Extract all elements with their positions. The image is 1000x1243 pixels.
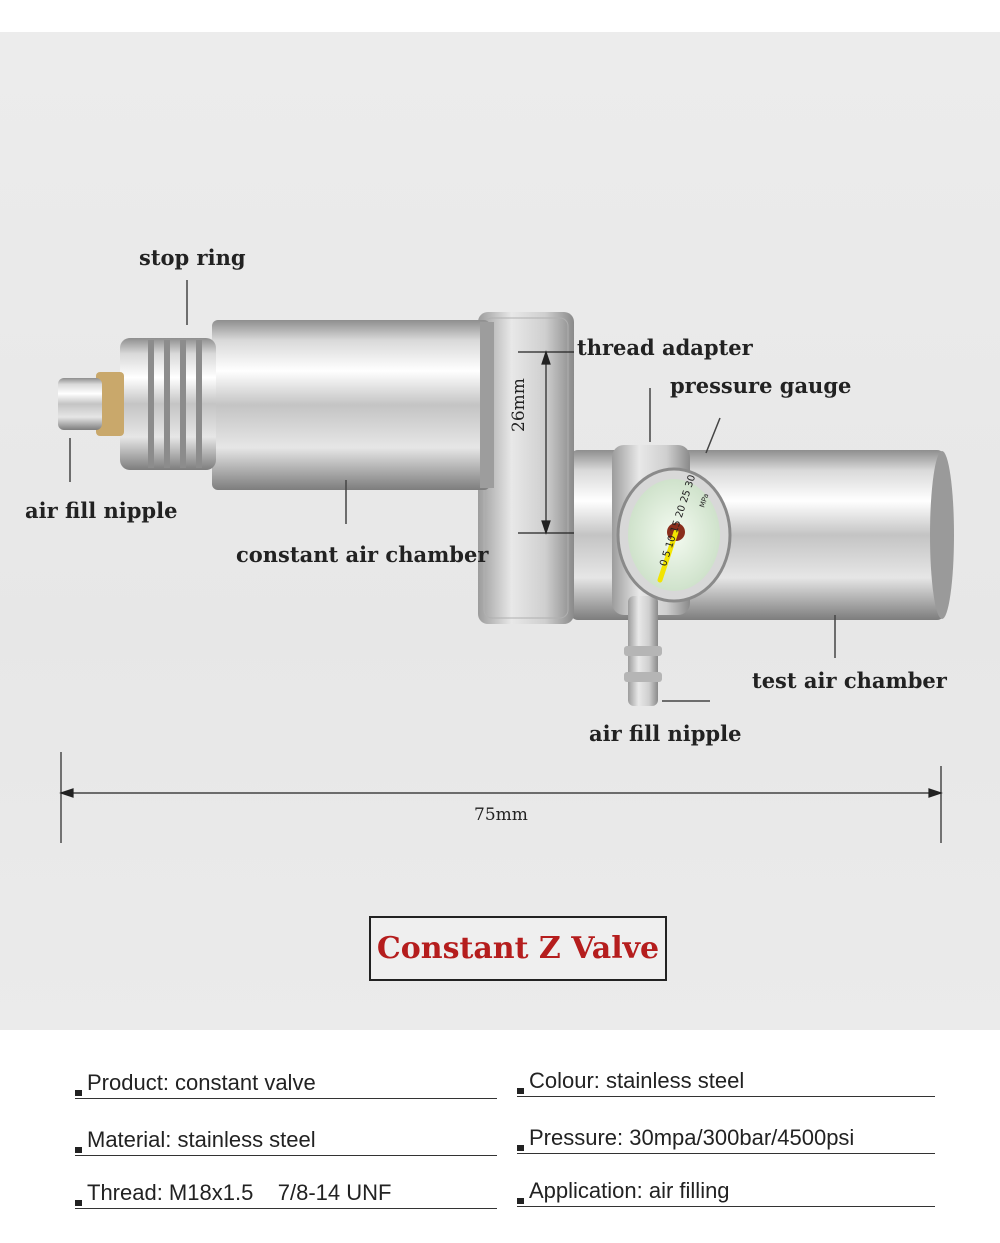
spec-pressure: Pressure: 30mpa/300bar/4500psi [517,1123,935,1154]
gauge-needle [657,529,679,583]
label-air-fill-nipple-left: air fill nipple [25,498,178,523]
spec-colour: Colour: stainless steel [517,1066,935,1097]
spec-thread: Thread: M18x1.5 7/8-14 UNF [75,1178,497,1209]
title-box: Constant Z Valve [369,916,667,981]
label-stop-ring: stop ring [139,245,246,270]
bullet-icon [517,1145,524,1151]
spec-application: Application: air filling [517,1176,935,1207]
height-dimension-label: 26mm [509,378,529,432]
label-test-air-chamber: test air chamber [752,668,947,693]
label-constant-air-chamber: constant air chamber [236,542,489,567]
callout-lines [69,280,836,702]
length-dimension-label: 75mm [474,805,528,825]
spec-material: Material: stainless steel [75,1125,497,1156]
height-dimension [518,350,574,535]
left-air-fill-nipple [58,372,124,436]
label-air-fill-nipple-bottom: air fill nipple [589,721,742,746]
spec-product: Product: constant valve [75,1068,497,1099]
pressure-gauge: 0 5 10 15 20 25 30 MPa [616,467,732,603]
bottom-air-fill-nipple [624,596,662,706]
bullet-icon [517,1088,524,1094]
product-title: Constant Z Valve [376,931,660,966]
bullet-icon [75,1147,82,1153]
bullet-icon [75,1090,82,1096]
length-dimension [59,752,943,843]
stop-ring [120,338,216,470]
label-pressure-gauge: pressure gauge [670,373,852,398]
constant-air-chamber [212,320,494,490]
bullet-icon [517,1198,524,1204]
label-thread-adapter: thread adapter [577,335,753,360]
bullet-icon [75,1200,82,1206]
